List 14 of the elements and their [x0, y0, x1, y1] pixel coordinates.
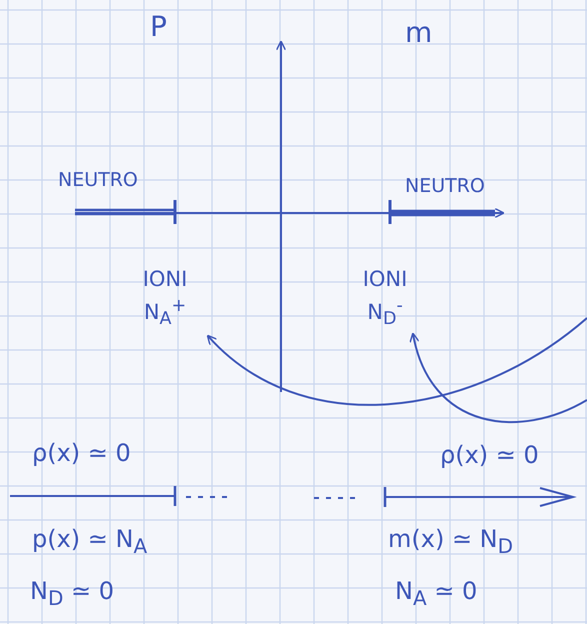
formula: ρ(x) ≃ 0	[440, 442, 539, 468]
region-label: NEUTRO	[58, 170, 138, 191]
region-label: P	[150, 12, 167, 43]
curved-arrow	[410, 332, 587, 423]
formula: m(x) ≃ N$_{D}$	[388, 526, 514, 557]
ion-label: IONI	[362, 266, 408, 293]
region-label: NEUTRO	[405, 176, 485, 197]
formula: N$_{D}$ ≃ 0	[30, 578, 114, 609]
formula: N$_{A}$ ≃ 0	[395, 578, 478, 609]
formula: ρ(x) ≃ 0	[32, 440, 131, 466]
ion-label: IONI	[142, 266, 188, 293]
region-label: m	[405, 18, 432, 49]
curved-arrow	[206, 317, 587, 406]
formula: p(x) ≃ N$_{A}$	[32, 526, 148, 557]
